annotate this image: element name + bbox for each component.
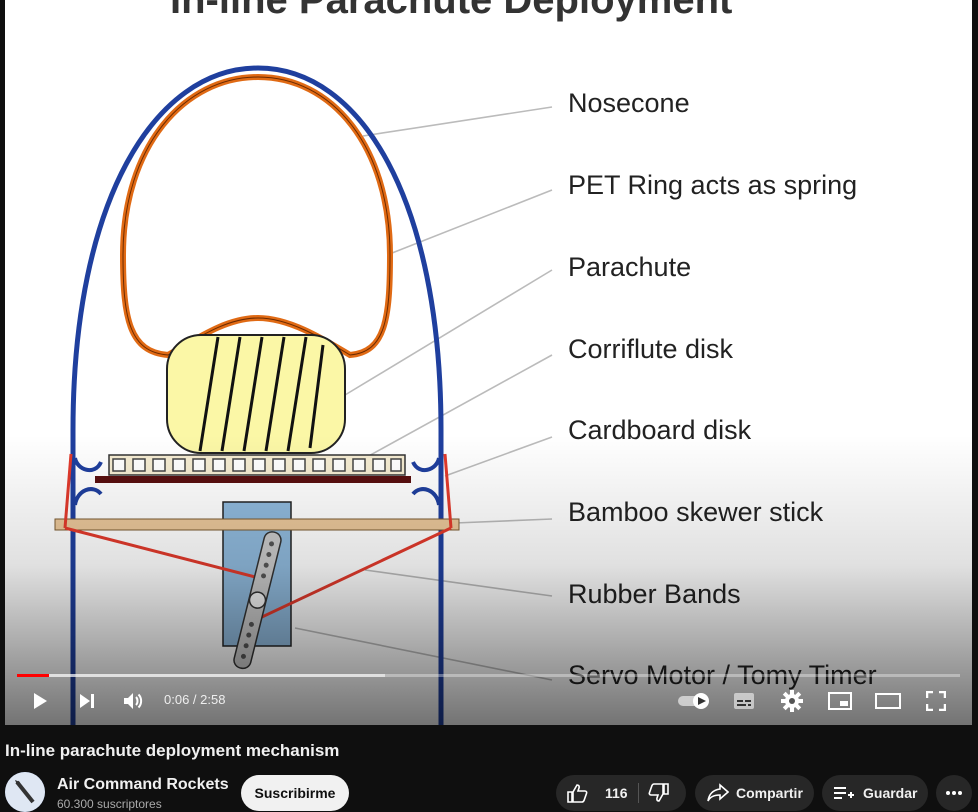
time-display: 0:06 / 2:58 [164,692,226,707]
label-rubber-bands: Rubber Bands [568,579,741,609]
fullscreen-button[interactable] [920,686,952,716]
label-bamboo-skewer: Bamboo skewer stick [568,497,824,527]
rocket-logo-icon [5,772,45,812]
subscribe-button[interactable]: Suscribirme [241,775,349,811]
subscriber-count: 60.300 suscriptores [57,797,162,811]
miniplayer-button[interactable] [824,686,856,716]
save-button[interactable]: Guardar [822,775,928,811]
dislike-button[interactable] [632,783,686,803]
more-actions-button[interactable] [936,775,972,811]
settings-button[interactable] [776,686,808,716]
like-dislike-divider [638,783,639,803]
save-icon [834,787,854,799]
label-pet-ring: PET Ring acts as spring [568,170,858,200]
dislike-icon [648,783,669,802]
video-title: In-line parachute deployment mechanism [5,741,340,760]
like-icon [567,784,588,803]
progress-bar[interactable] [17,674,960,677]
autoplay-toggle-icon [678,693,709,709]
channel-avatar[interactable] [5,772,45,812]
like-count: 116 [605,785,628,801]
next-button[interactable] [71,686,103,716]
label-corriflute-disk: Corriflute disk [568,334,734,364]
slide-diagram [54,65,553,725]
current-time: 0:06 [164,692,190,707]
channel-name[interactable]: Air Command Rockets [57,776,229,793]
duration: 2:58 [200,692,226,707]
play-button[interactable] [24,686,56,716]
theater-icon [875,693,901,709]
more-icon [946,791,962,795]
played-bar [17,674,50,677]
autoplay-toggle[interactable] [675,686,715,716]
like-button[interactable]: 116 [556,783,632,803]
share-icon [707,783,729,802]
like-dislike-group: 116 [556,775,686,811]
label-cardboard-disk: Cardboard disk [568,415,752,445]
save-label: Guardar [863,785,918,801]
volume-button[interactable] [117,686,149,716]
buffered-bar [17,674,385,677]
subtitles-icon [734,693,754,709]
theater-mode-button[interactable] [872,686,904,716]
label-nosecone: Nosecone [568,88,690,118]
slide-title: In-line Parachute Deployment [170,0,733,22]
next-icon [80,694,94,708]
subtitles-button[interactable] [728,686,760,716]
play-icon [34,693,47,709]
miniplayer-icon [828,692,852,710]
fullscreen-icon [926,691,946,711]
volume-icon [124,693,143,709]
label-parachute: Parachute [568,252,692,282]
video-player[interactable]: In-line Parachute Deployment Nosecone PE… [5,0,972,725]
share-label: Compartir [736,785,803,801]
share-button[interactable]: Compartir [695,775,814,811]
settings-icon [781,690,803,712]
